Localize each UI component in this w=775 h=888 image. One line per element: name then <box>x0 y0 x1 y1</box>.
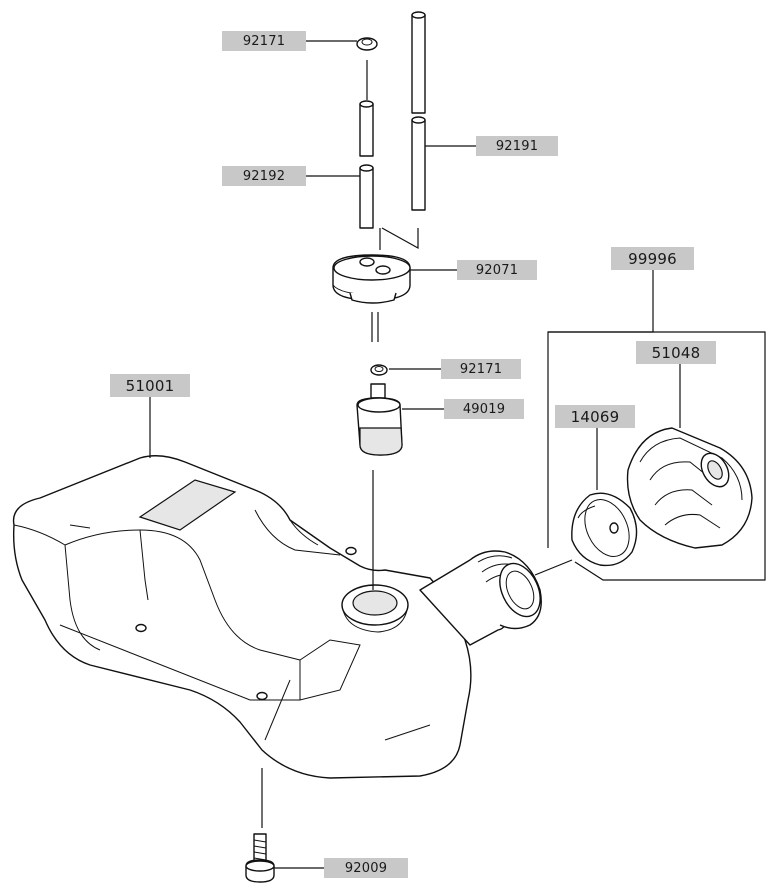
callout-92192[interactable]: 92192 <box>222 166 306 186</box>
fuel-filter <box>356 383 403 456</box>
callout-92071[interactable]: 92071 <box>457 260 537 280</box>
callout-92171-lower[interactable]: 92171 <box>441 359 521 379</box>
tank-mounting-screw <box>245 833 275 883</box>
callout-92171-upper[interactable]: 92171 <box>222 31 306 51</box>
short-fuel-tube <box>359 100 374 229</box>
filler-neck-ring <box>469 550 542 630</box>
grommet-upper <box>356 37 378 51</box>
callout-51048[interactable]: 51048 <box>636 341 716 364</box>
fuel-tank <box>12 455 507 779</box>
callout-14069[interactable]: 14069 <box>555 405 635 428</box>
callout-49019[interactable]: 49019 <box>444 399 524 419</box>
cap-gasket <box>571 492 638 567</box>
callout-92009[interactable]: 92009 <box>324 858 408 878</box>
callout-92191[interactable]: 92191 <box>476 136 558 156</box>
long-fuel-tube <box>411 11 426 211</box>
grommet-lower <box>370 364 388 376</box>
callout-99996[interactable]: 99996 <box>611 247 694 270</box>
leader-lines <box>149 40 766 869</box>
callout-51001[interactable]: 51001 <box>110 374 190 397</box>
tank-grommet <box>332 254 411 304</box>
tank-cap <box>626 427 753 549</box>
